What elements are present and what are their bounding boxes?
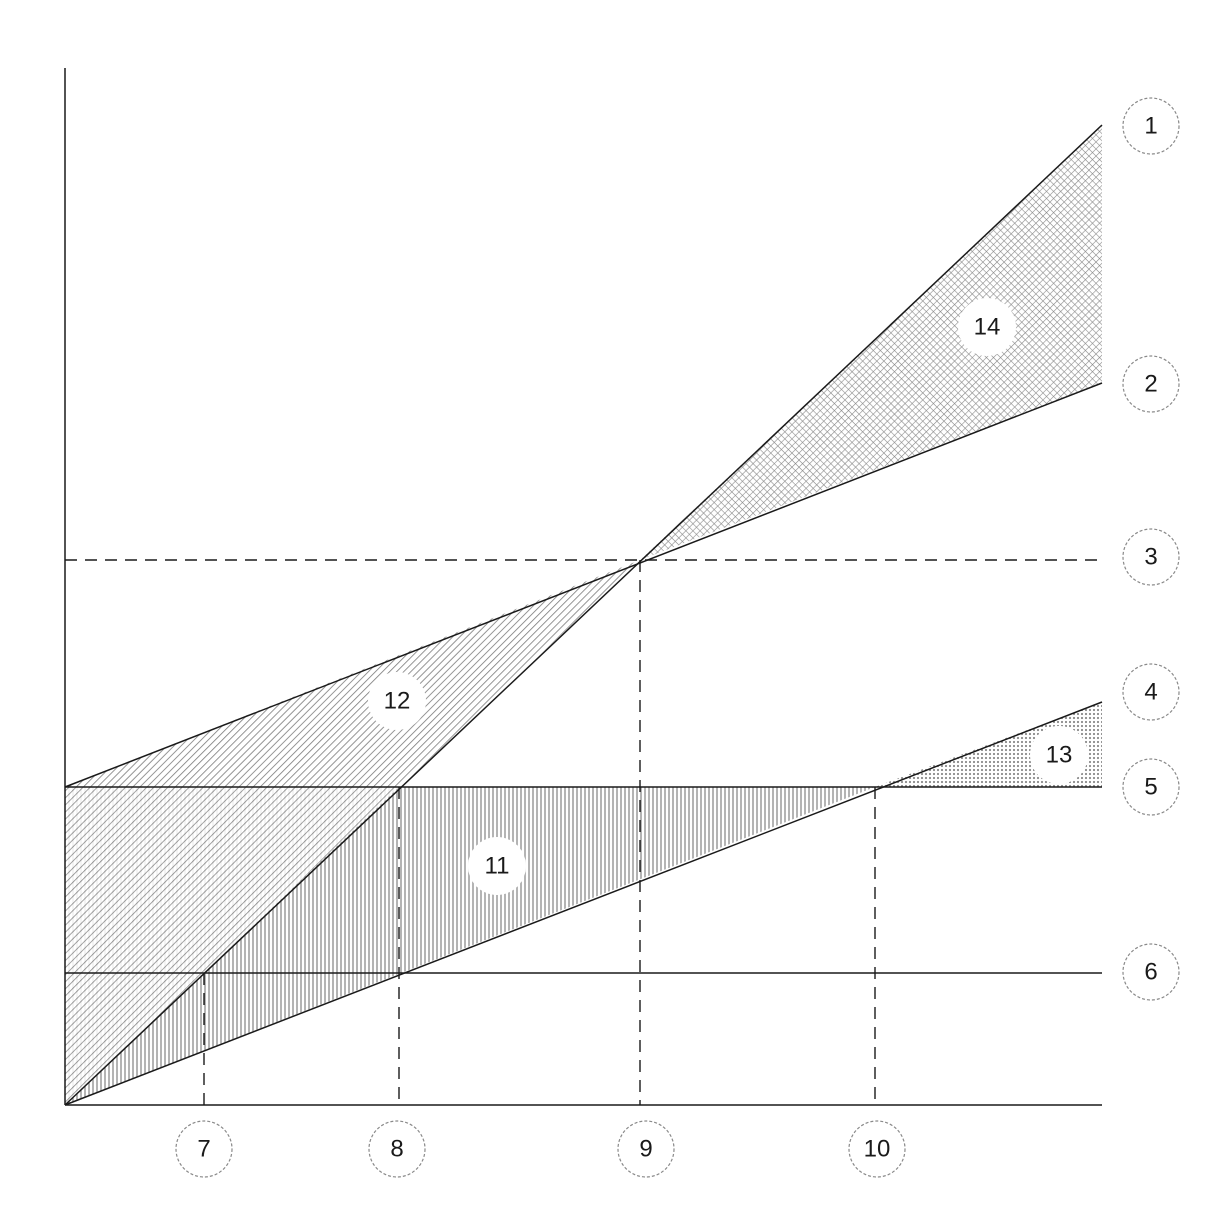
callout-6: 6 [1122, 943, 1180, 1001]
callout-1: 1 [1122, 97, 1180, 155]
callout-9-label: 9 [639, 1136, 652, 1163]
region-13-label: 13 [1046, 742, 1073, 769]
callout-8-label: 8 [390, 1136, 403, 1163]
region-11-label-group: 11 [468, 837, 526, 895]
callout-5-label: 5 [1144, 774, 1157, 801]
callout-10: 10 [848, 1120, 906, 1178]
callout-1-label: 1 [1144, 113, 1157, 140]
callout-7-label: 7 [197, 1136, 210, 1163]
region-12-label-group: 12 [368, 672, 426, 730]
callout-7: 7 [175, 1120, 233, 1178]
callout-4: 4 [1122, 663, 1180, 721]
region-14-label-group: 14 [958, 298, 1016, 356]
callout-2-label: 2 [1144, 371, 1157, 398]
callout-10-label: 10 [864, 1136, 891, 1163]
callout-5: 5 [1122, 758, 1180, 816]
callout-3-label: 3 [1144, 544, 1157, 571]
region-11-label: 11 [485, 853, 510, 880]
line-1 [64, 124, 1103, 1106]
callout-8: 8 [368, 1120, 426, 1178]
callout-2: 2 [1122, 355, 1180, 413]
region-13-label-group: 13 [1030, 726, 1088, 784]
region-14-label: 14 [974, 314, 1001, 341]
callout-3: 3 [1122, 528, 1180, 586]
callout-6-label: 6 [1144, 959, 1157, 986]
region-12-label: 12 [384, 688, 411, 715]
line-2 [64, 382, 1103, 788]
callout-4-label: 4 [1144, 679, 1157, 706]
callout-9: 9 [617, 1120, 675, 1178]
line-4 [64, 701, 1103, 1106]
